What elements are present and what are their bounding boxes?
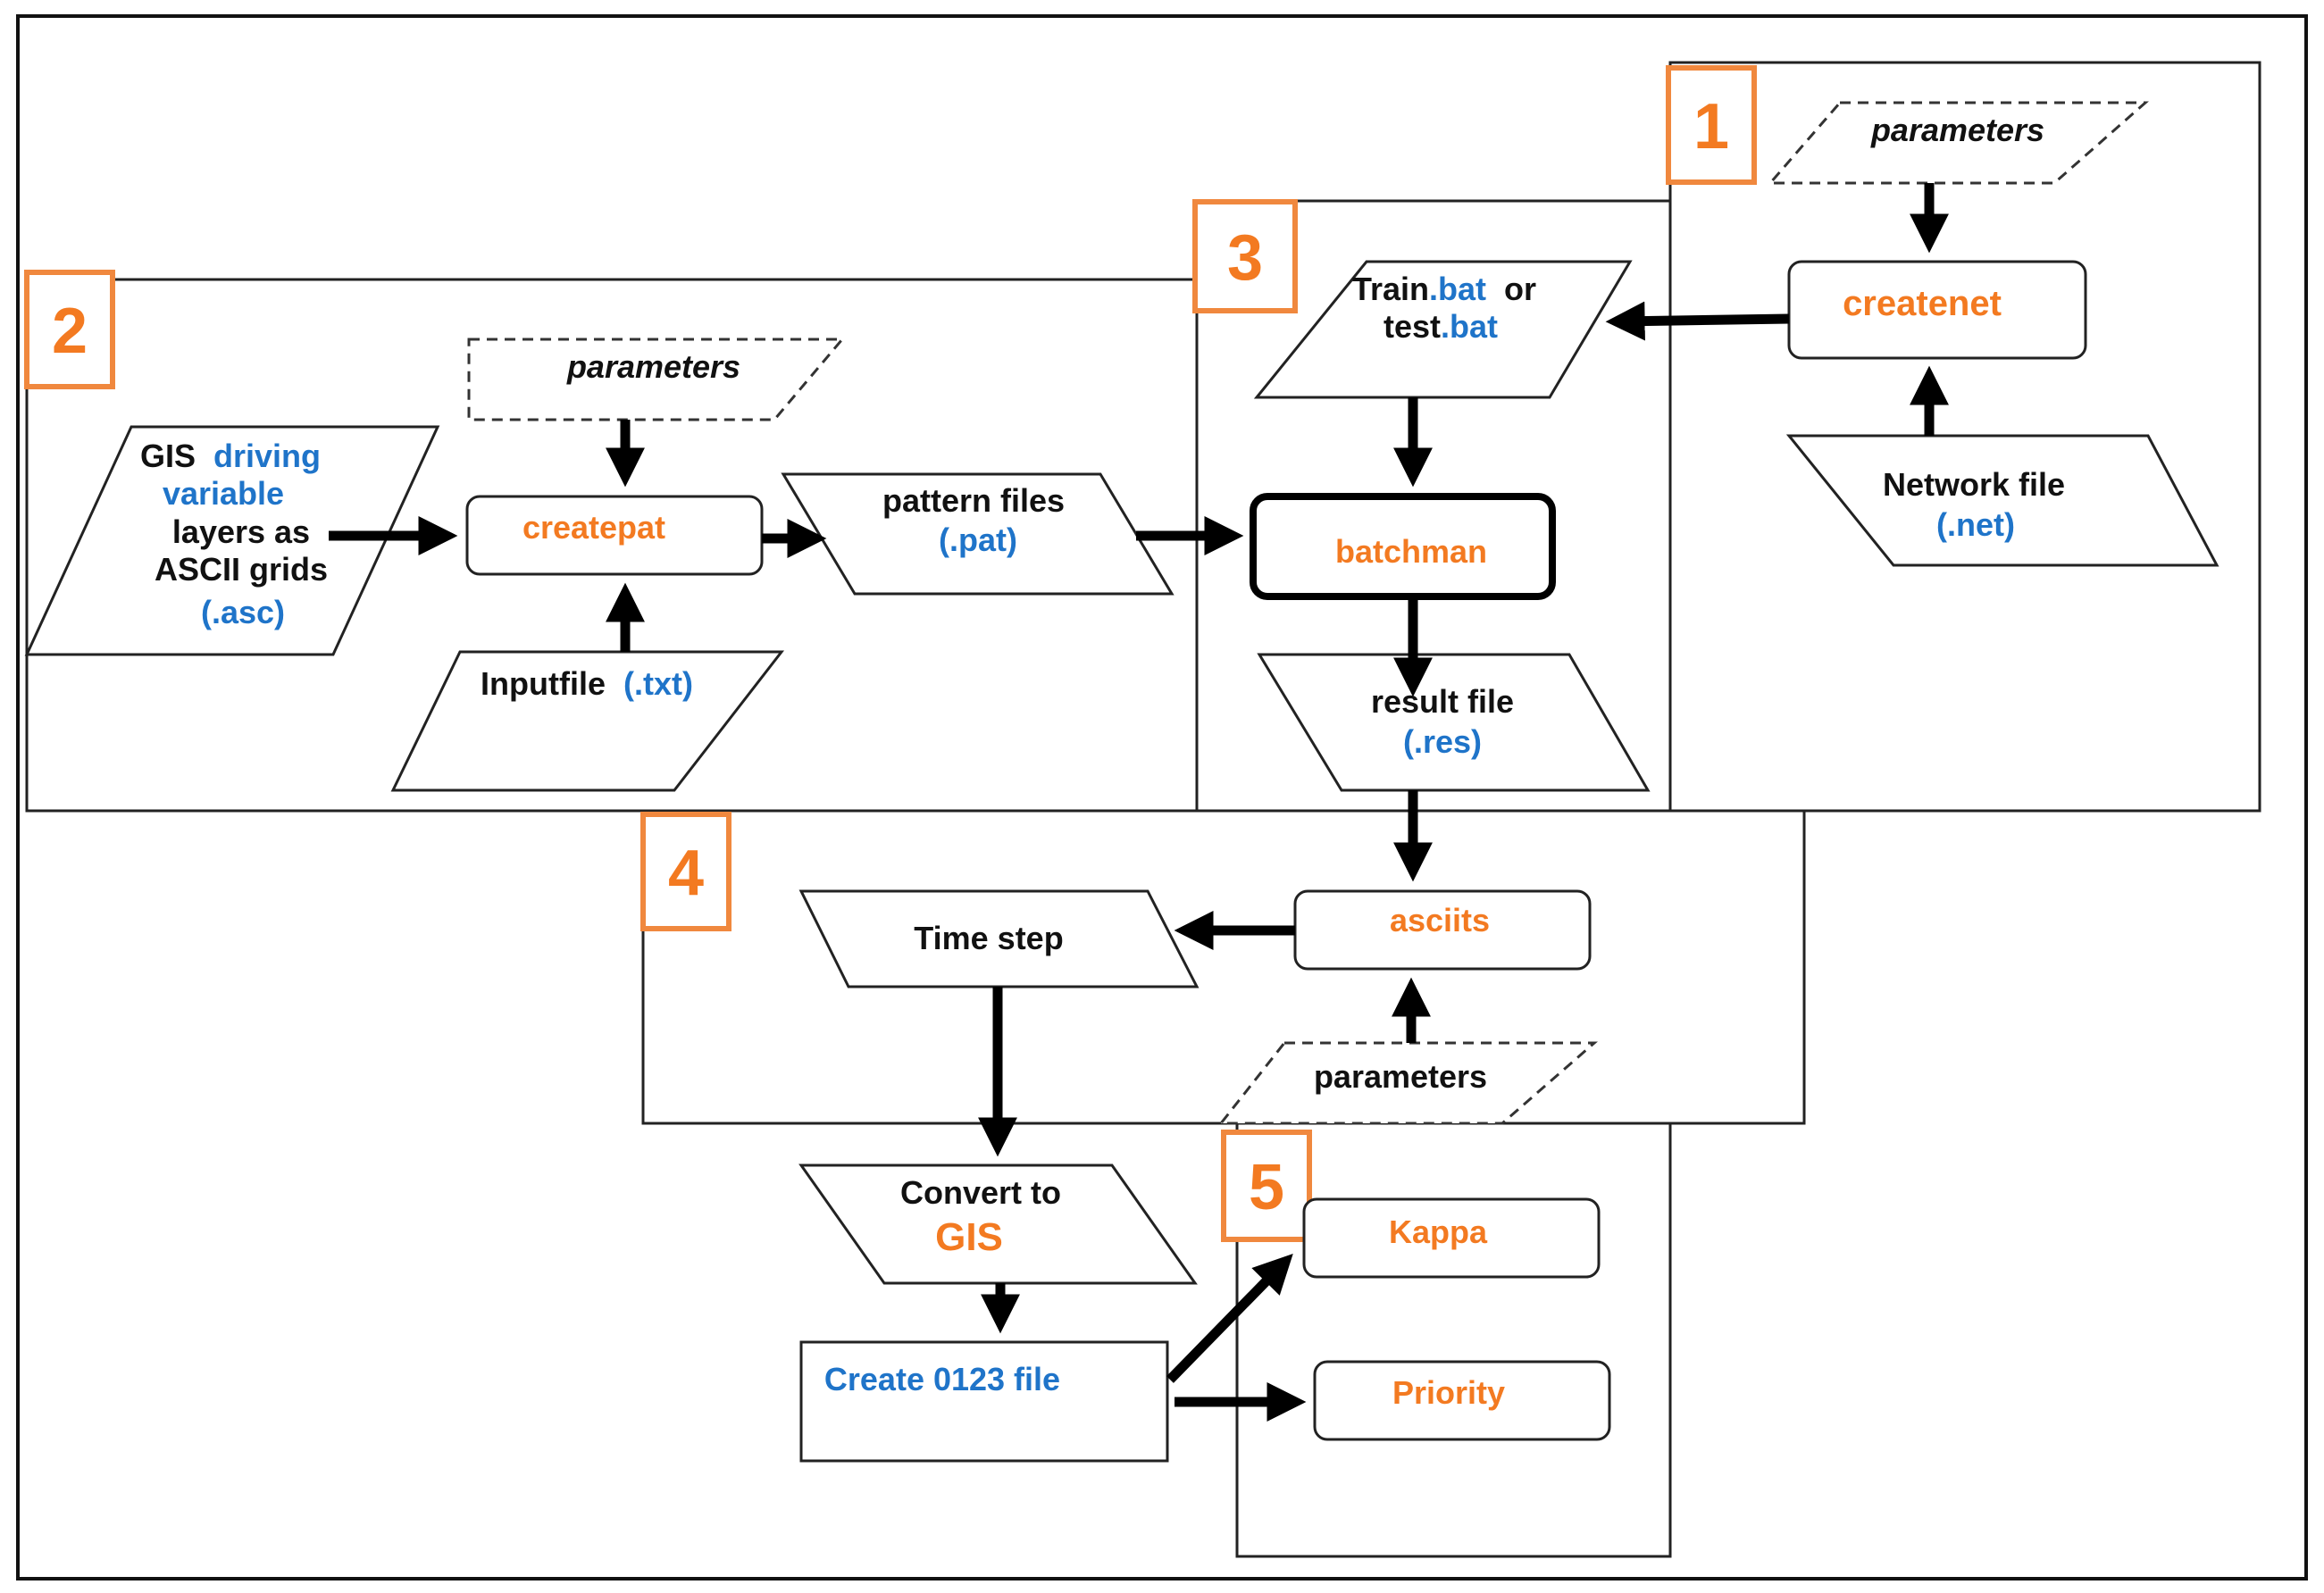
pattern-files-label: pattern files [882, 482, 1065, 519]
train-bat-line: Train.bat or [1352, 271, 1536, 307]
convert-to-label: Convert to [900, 1174, 1061, 1211]
batchman-box [1250, 493, 1556, 600]
gis-line3: layers as [172, 513, 310, 550]
time-step-label: Time step [914, 920, 1063, 956]
train-bat-ext: .bat [1429, 271, 1486, 307]
test-bat-line: test.bat [1384, 308, 1498, 345]
time-step-shape [798, 889, 1200, 988]
priority-box [1313, 1360, 1611, 1441]
panel4-parameters-shape [1217, 1041, 1598, 1125]
convert-to-gis-shape [798, 1163, 1198, 1285]
create-0123-box [799, 1340, 1169, 1463]
result-file-ext: (.res) [1403, 723, 1482, 760]
createnet-box [1787, 260, 2087, 360]
svg-text:2: 2 [52, 296, 88, 367]
network-file-shape [1785, 434, 2220, 567]
panel-1-frame [1668, 61, 2261, 813]
panel-number-3: 3 [1192, 199, 1298, 313]
svg-text:1: 1 [1693, 91, 1729, 163]
panel-number-5: 5 [1221, 1130, 1312, 1242]
panel-4-frame [641, 809, 1806, 1125]
panel4-parameters-label: parameters [1314, 1058, 1487, 1095]
network-file-label: Network file [1883, 466, 2065, 503]
gis-line4: ASCII grids [155, 551, 328, 588]
svg-text:5: 5 [1249, 1152, 1284, 1223]
priority-label: Priority [1392, 1374, 1505, 1411]
arrow-createnet-to-trainbat [1605, 301, 1790, 341]
panel-number-2: 2 [24, 270, 115, 389]
arrow-create0123-to-kappa [1166, 1253, 1293, 1383]
panel1-parameters-label: parameters [1870, 112, 2044, 148]
test-prefix: test [1384, 308, 1441, 345]
train-test-bat-shape [1253, 260, 1633, 399]
test-bat-ext: .bat [1441, 308, 1498, 345]
panel1-parameters-shape [1767, 101, 2149, 185]
outer-frame [16, 14, 2308, 1580]
result-file-label: result file [1371, 683, 1514, 720]
panel2-parameters-label: parameters [566, 348, 740, 385]
pattern-files-shape [781, 472, 1175, 596]
gis-layers-shape [24, 425, 440, 656]
inputfile-text: Inputfile [481, 665, 606, 702]
train-or: or [1504, 271, 1536, 307]
pattern-files-ext: (.pat) [939, 521, 1017, 558]
asciits-label: asciits [1390, 902, 1490, 938]
inputfile-label: Inputfile (.txt) [481, 665, 693, 702]
inputfile-shape [390, 650, 785, 792]
panel-number-4: 4 [640, 812, 731, 931]
svg-text:3: 3 [1227, 222, 1263, 294]
svg-text:4: 4 [668, 838, 704, 909]
kappa-label: Kappa [1389, 1214, 1488, 1250]
gis-line1: GIS driving [140, 438, 321, 474]
create-0123-label: Create 0123 file [824, 1361, 1060, 1397]
gis-driving: driving [213, 438, 321, 474]
gis-line2: variable [163, 475, 284, 512]
inputfile-ext: (.txt) [623, 665, 693, 702]
gis-line5: (.asc) [201, 594, 285, 630]
convert-gis-label: GIS [935, 1215, 1003, 1259]
result-file-shape [1257, 653, 1651, 792]
network-file-ext: (.net) [1936, 506, 2015, 543]
createpat-label: createpat [522, 509, 665, 546]
panel2-parameters-shape [467, 338, 846, 421]
gis-prefix: GIS [140, 438, 196, 474]
kappa-box [1302, 1197, 1601, 1279]
train-prefix: Train [1352, 271, 1429, 307]
batchman-label: batchman [1335, 533, 1487, 570]
panel-number-1: 1 [1666, 65, 1757, 185]
createnet-label: createnet [1843, 284, 2002, 323]
